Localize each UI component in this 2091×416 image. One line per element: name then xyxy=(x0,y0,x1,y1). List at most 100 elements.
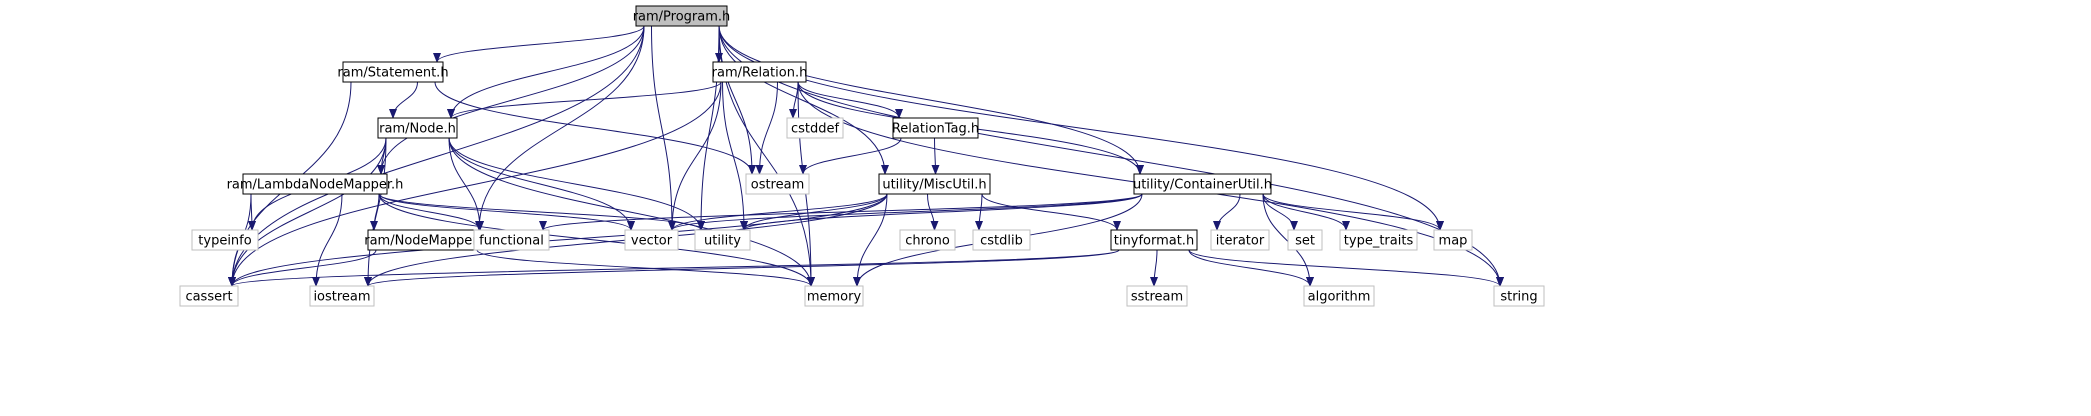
node-label-cstddef: cstddef xyxy=(791,122,840,137)
node-utility: utility xyxy=(694,229,751,251)
node-type_traits: type_traits xyxy=(1339,229,1418,251)
node-box-utility xyxy=(694,229,751,251)
node-label-iterator: iterator xyxy=(1216,234,1265,249)
edge-miscutil-to-memory xyxy=(853,193,888,287)
node-statement[interactable]: ram/Statement.h xyxy=(337,61,449,83)
node-label-cstdlib: cstdlib xyxy=(980,234,1023,249)
node-iostream: iostream xyxy=(309,285,375,307)
node-box-set xyxy=(1287,229,1323,251)
node-box-memory xyxy=(804,285,864,307)
node-sstream: sstream xyxy=(1126,285,1188,307)
node-memory: memory xyxy=(804,285,864,307)
node-cstdlib: cstdlib xyxy=(972,229,1031,251)
edge-program-to-node xyxy=(447,25,645,119)
node-label-tinyformat: tinyformat.h xyxy=(1114,234,1194,249)
node-label-vector: vector xyxy=(631,234,673,249)
node-label-algorithm: algorithm xyxy=(1308,290,1371,305)
edge-miscutil-to-tinyformat xyxy=(981,193,1121,231)
node-label-nodemapper: ram/NodeMapper.h xyxy=(364,234,489,249)
node-label-chrono: chrono xyxy=(905,234,950,249)
node-label-relation: ram/Relation.h xyxy=(712,66,808,81)
node-label-memory: memory xyxy=(807,290,862,305)
edge-nodemapper-to-cassert xyxy=(228,249,377,287)
node-label-node: ram/Node.h xyxy=(379,122,456,137)
edge-tinyformat-to-sstream xyxy=(1150,249,1159,287)
edge-node-to-memory xyxy=(448,137,815,287)
node-label-ostream: ostream xyxy=(751,178,805,193)
edge-relationtag-to-ostream xyxy=(799,137,902,175)
node-tinyformat[interactable]: tinyformat.h xyxy=(1110,229,1198,251)
edge-relationtag-to-miscutil xyxy=(931,137,940,175)
edge-program-to-utility xyxy=(697,25,720,231)
node-label-sstream: sstream xyxy=(1131,290,1183,305)
node-box-iterator xyxy=(1210,229,1270,251)
edge-program-to-vector xyxy=(651,25,676,231)
edge-program-to-lambda xyxy=(377,25,645,175)
node-box-type_traits xyxy=(1339,229,1418,251)
edge-tinyformat-to-cassert xyxy=(228,249,1120,287)
node-box-typeinfo xyxy=(191,229,259,251)
edge-program-to-statement xyxy=(433,25,645,63)
node-box-functional xyxy=(473,229,550,251)
edge-miscutil-to-vector xyxy=(668,193,888,231)
node-box-map xyxy=(1433,229,1473,251)
node-cassert: cassert xyxy=(179,285,239,307)
node-box-miscutil xyxy=(878,173,991,195)
edge-relation-to-ostream xyxy=(755,81,778,175)
node-miscutil[interactable]: utility/MiscUtil.h xyxy=(878,173,991,195)
node-label-statement: ram/Statement.h xyxy=(337,66,448,81)
node-program[interactable]: ram/Program.h xyxy=(633,5,731,27)
node-functional: functional xyxy=(473,229,550,251)
node-box-chrono xyxy=(899,229,956,251)
edge-program-to-ostream xyxy=(718,25,756,175)
node-box-string xyxy=(1493,285,1545,307)
edge-tinyformat-to-algorithm xyxy=(1188,249,1314,287)
node-box-containerutil xyxy=(1133,173,1272,195)
node-box-relationtag xyxy=(892,117,979,139)
edge-containerutil-to-algorithm xyxy=(1262,193,1314,287)
node-box-cstddef xyxy=(786,117,844,139)
edge-relation-to-vector xyxy=(668,81,722,231)
node-lambda[interactable]: ram/LambdaNodeMapper.h xyxy=(227,173,404,195)
node-containerutil[interactable]: utility/ContainerUtil.h xyxy=(1133,173,1272,195)
node-nodemapper[interactable]: ram/NodeMapper.h xyxy=(364,229,489,251)
node-box-tinyformat xyxy=(1110,229,1198,251)
node-box-program xyxy=(635,5,728,27)
node-relation[interactable]: ram/Relation.h xyxy=(712,61,808,83)
node-relationtag[interactable]: RelationTag.h xyxy=(892,117,979,139)
edge-program-to-miscutil xyxy=(718,25,889,175)
node-box-relation xyxy=(712,61,807,83)
edge-containerutil-to-set xyxy=(1262,193,1298,231)
node-box-ostream xyxy=(745,173,810,195)
node-label-iostream: iostream xyxy=(313,290,370,305)
edge-node-to-cassert xyxy=(228,137,387,287)
edge-lambda-to-utility xyxy=(378,193,705,231)
edge-relation-to-relationtag xyxy=(797,81,903,119)
node-label-relationtag: RelationTag.h xyxy=(892,122,979,137)
node-label-utility: utility xyxy=(704,234,741,249)
node-label-miscutil: utility/MiscUtil.h xyxy=(882,178,986,193)
edge-relation-to-utility xyxy=(722,81,748,231)
node-layer: ram/Program.h ram/Statement.h ram/Relation… xyxy=(179,5,1545,307)
edge-containerutil-to-map xyxy=(1262,193,1444,231)
node-cstddef: cstddef xyxy=(786,117,844,139)
node-box-statement xyxy=(342,61,444,83)
edge-node-to-utility xyxy=(448,137,705,231)
node-label-lambda: ram/LambdaNodeMapper.h xyxy=(227,178,404,193)
edge-lambda-to-vector xyxy=(378,193,635,231)
edge-containerutil-to-iterator xyxy=(1213,193,1241,231)
node-map: map xyxy=(1433,229,1473,251)
edge-lambda-to-nodemapper xyxy=(370,193,380,231)
node-box-cstdlib xyxy=(972,229,1031,251)
edge-relation-to-cassert xyxy=(228,81,722,287)
edge-statement-to-ostream xyxy=(434,81,756,175)
node-vector: vector xyxy=(624,229,679,251)
node-node[interactable]: ram/Node.h xyxy=(377,117,458,139)
edge-containerutil-to-vector xyxy=(668,193,1143,231)
edge-miscutil-to-utility xyxy=(740,193,888,231)
edge-node-to-vector xyxy=(448,137,635,231)
node-label-type_traits: type_traits xyxy=(1344,234,1414,249)
edge-containerutil-to-utility xyxy=(740,193,1143,231)
